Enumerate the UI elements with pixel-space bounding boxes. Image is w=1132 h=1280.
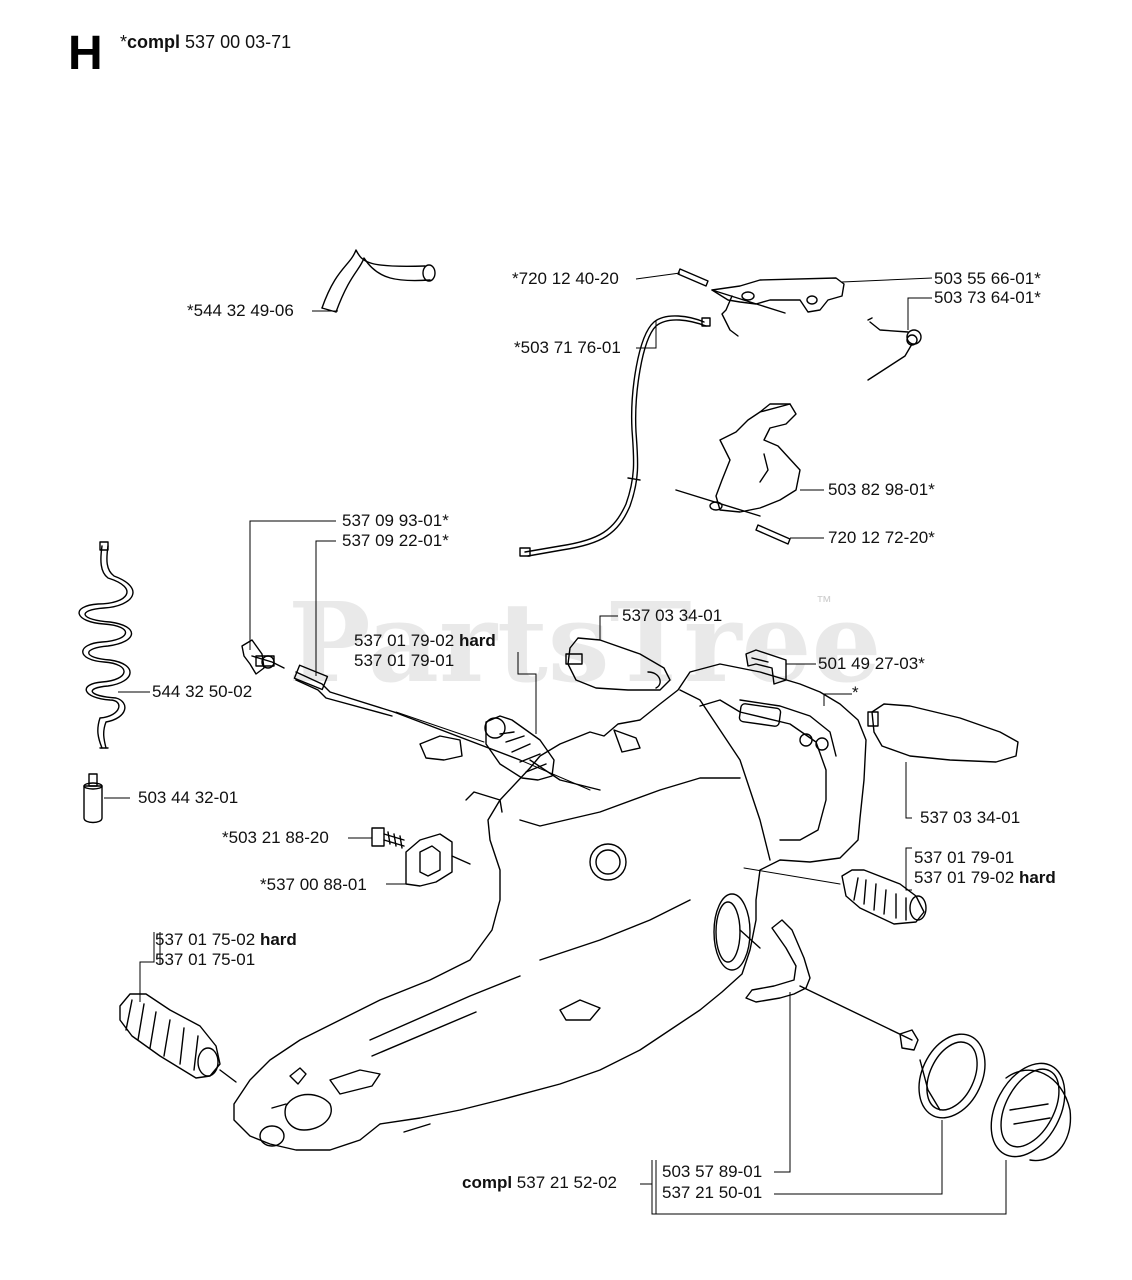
fuel-hose-part bbox=[321, 249, 436, 313]
label-cap-compl-word: compl bbox=[462, 1173, 513, 1192]
label-damper-left: 537 01 75-01 bbox=[155, 950, 256, 969]
fuel-nipple-part bbox=[241, 639, 285, 675]
hose-straight-part bbox=[293, 664, 521, 761]
label-damper-mid-hard: 537 01 79-02 hard bbox=[354, 631, 496, 651]
assembly-compl-word: compl bbox=[127, 32, 181, 52]
label-cap-compl-number: 537 21 52-02 bbox=[516, 1173, 617, 1192]
label-damper-left-hard-number: 537 01 75-02 bbox=[155, 930, 256, 949]
damper-mid-part bbox=[484, 715, 555, 781]
lockout-lever-part bbox=[675, 403, 801, 517]
label-damper-mid-hard-number: 537 01 79-02 bbox=[354, 631, 455, 650]
label-cap-1: 503 57 89-01 bbox=[662, 1162, 763, 1181]
label-damper-left-hard-word: hard bbox=[259, 930, 297, 949]
label-bracket: *537 00 88-01 bbox=[260, 875, 367, 894]
label-clip: 501 49 27-03* bbox=[818, 654, 925, 673]
label-spiral-hose: 544 32 50-02 bbox=[152, 682, 253, 701]
label-damper-right-hard-number: 537 01 79-02 bbox=[914, 868, 1015, 887]
pin-top-part bbox=[677, 268, 709, 287]
assembly-prefix: * bbox=[120, 32, 128, 52]
label-fuel-hose: *544 32 49-06 bbox=[187, 301, 294, 320]
label-handle-star: * bbox=[852, 683, 859, 702]
label-cable: *503 71 76-01 bbox=[514, 338, 621, 357]
throttle-cable-part bbox=[519, 315, 711, 557]
label-damper-left-hard: 537 01 75-02 hard bbox=[155, 930, 297, 950]
label-damper-mid: 537 01 79-01 bbox=[354, 651, 455, 670]
label-damper-right: 537 01 79-01 bbox=[914, 848, 1015, 867]
cover-right-part bbox=[867, 703, 1019, 763]
watermark-trademark: ™ bbox=[816, 594, 832, 611]
fuel-cap-part bbox=[990, 1062, 1072, 1162]
watermark-logo: PartsTree bbox=[288, 578, 882, 707]
handle-housing-part bbox=[233, 663, 867, 1151]
label-fuel-filter: 503 44 32-01 bbox=[138, 788, 239, 807]
fuel-filter-part bbox=[83, 773, 103, 824]
label-cover-top: 537 03 34-01 bbox=[622, 606, 723, 625]
cap-seal-part bbox=[918, 1033, 986, 1119]
label-pin-top: *720 12 40-20 bbox=[512, 269, 619, 288]
label-screw: *503 21 88-20 bbox=[222, 828, 329, 847]
damper-left-part bbox=[119, 993, 237, 1083]
label-cover-right: 537 03 34-01 bbox=[920, 808, 1021, 827]
label-pin-lower: 720 12 72-20* bbox=[828, 528, 935, 547]
label-spring-top: 503 73 64-01* bbox=[934, 288, 1041, 307]
label-damper-right-hard: 537 01 79-02 hard bbox=[914, 868, 1056, 888]
label-damper-mid-hard-word: hard bbox=[458, 631, 496, 650]
label-lockout: 503 82 98-01* bbox=[828, 480, 935, 499]
label-nipple: 537 09 93-01* bbox=[342, 511, 449, 530]
label-cap-2: 537 21 50-01 bbox=[662, 1183, 763, 1202]
clip-part bbox=[745, 649, 787, 685]
leader-lines bbox=[104, 272, 1007, 1215]
spring-top-part bbox=[867, 317, 922, 381]
label-hose-straight: 537 09 22-01* bbox=[342, 531, 449, 550]
label-throttle-trigger: 503 55 66-01* bbox=[934, 269, 1041, 288]
spiral-hose-part bbox=[78, 541, 134, 749]
throttle-trigger-part bbox=[711, 277, 845, 337]
assembly-header: *compl 537 00 03-71 bbox=[120, 32, 291, 53]
pin-lower-part bbox=[755, 524, 791, 545]
cover-top-part bbox=[565, 637, 671, 691]
cap-lever-part bbox=[739, 919, 919, 1051]
damper-right-part bbox=[841, 869, 927, 925]
bracket-part bbox=[405, 833, 471, 887]
screw-part bbox=[371, 827, 405, 849]
section-letter: H bbox=[68, 27, 103, 80]
label-damper-right-hard-word: hard bbox=[1018, 868, 1056, 887]
assembly-number: 537 00 03-71 bbox=[185, 32, 292, 52]
label-cap-compl: compl 537 21 52-02 bbox=[462, 1173, 617, 1193]
